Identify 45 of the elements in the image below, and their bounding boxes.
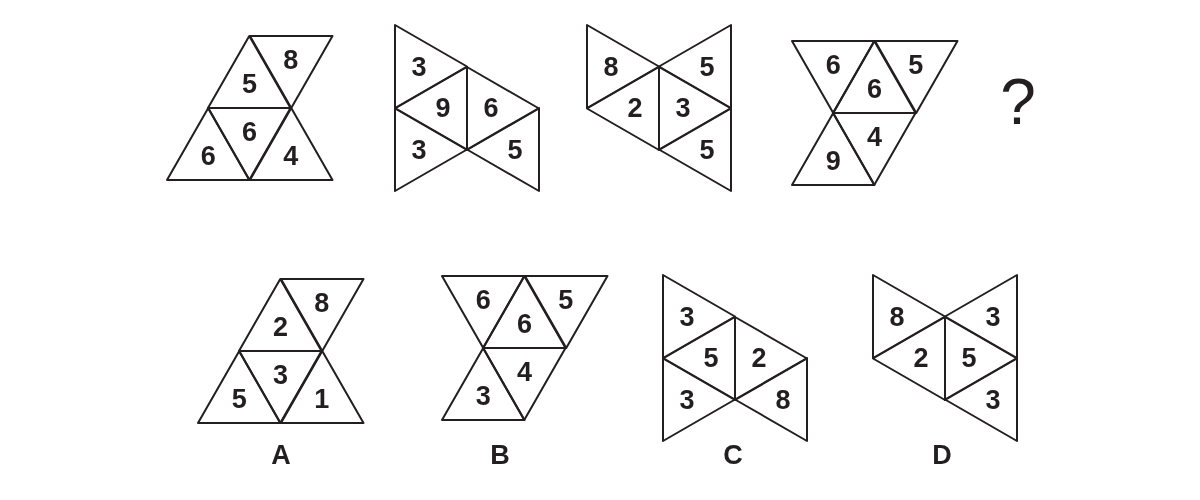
number: 6 <box>475 286 491 314</box>
number: 6 <box>825 51 841 79</box>
number: 3 <box>679 386 695 413</box>
number: 8 <box>283 46 299 74</box>
number: 2 <box>751 344 767 372</box>
number: 3 <box>679 303 695 330</box>
question-mark: ? <box>1000 70 1036 134</box>
number: 4 <box>517 358 532 386</box>
number: 5 <box>961 344 977 372</box>
number: 3 <box>411 136 427 163</box>
number: 6 <box>242 118 257 146</box>
number: 5 <box>558 286 574 314</box>
number: 8 <box>775 386 791 413</box>
number: 4 <box>283 142 299 170</box>
number: 9 <box>825 147 841 175</box>
option-letter: C <box>723 441 743 469</box>
number: 5 <box>231 385 247 413</box>
number: 2 <box>627 94 643 122</box>
number: 2 <box>913 344 929 372</box>
number: 6 <box>867 75 882 103</box>
number: 8 <box>889 303 905 330</box>
number: 5 <box>699 136 715 163</box>
number: 2 <box>273 313 288 341</box>
number: 5 <box>507 136 523 163</box>
number: 3 <box>475 382 491 410</box>
number: 1 <box>314 385 330 413</box>
number: 9 <box>435 94 451 122</box>
option-letter: B <box>490 441 510 469</box>
number: 8 <box>603 53 619 80</box>
number: 3 <box>985 386 1001 413</box>
number: 6 <box>483 94 499 122</box>
number: 3 <box>675 94 691 122</box>
option-letter: D <box>932 441 952 469</box>
number: 5 <box>242 70 257 98</box>
number: 5 <box>699 53 715 80</box>
number: 3 <box>273 361 288 389</box>
option-letter: A <box>271 441 291 469</box>
number: 3 <box>411 53 427 80</box>
number: 6 <box>517 310 532 338</box>
number: 5 <box>703 344 719 372</box>
number: 8 <box>314 289 330 317</box>
number: 5 <box>908 51 924 79</box>
number: 6 <box>200 142 216 170</box>
number: 4 <box>867 123 882 151</box>
number: 3 <box>985 303 1001 330</box>
